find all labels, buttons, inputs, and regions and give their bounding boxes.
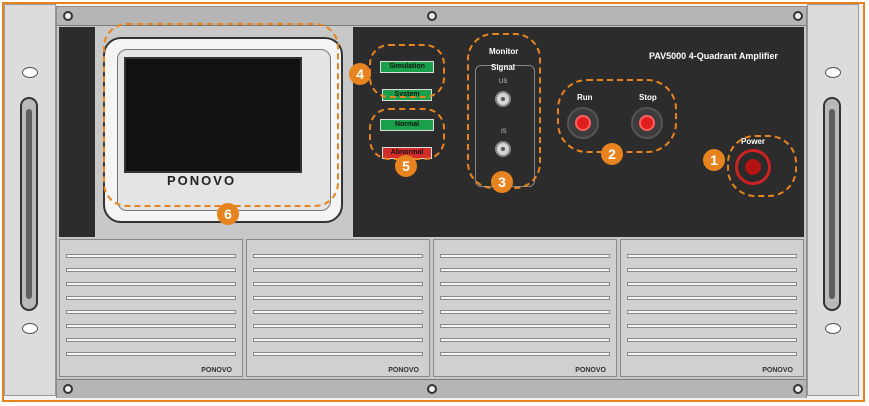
device-title: PAV5000 4-Quadrant Amplifier — [649, 51, 778, 61]
callout-frame-mode — [369, 44, 445, 98]
lcd-bezel: PONOVO — [103, 37, 343, 223]
is-bnc-connector-icon[interactable] — [495, 141, 511, 157]
screw-icon — [427, 384, 437, 394]
vent-module: PONOVO — [246, 239, 430, 377]
simulation-indicator: Simulation — [380, 61, 434, 73]
mount-hole-icon — [22, 67, 38, 78]
callout-badge-1: 1 — [703, 149, 725, 171]
callout-frame-lcd — [103, 23, 339, 207]
callout-badge-2: 2 — [601, 143, 623, 165]
callout-frame-monitor — [467, 33, 541, 189]
lcd-touchscreen[interactable] — [124, 57, 302, 173]
callout-frame-run-stop — [557, 79, 677, 153]
lcd-brand-logo: PONOVO — [167, 173, 237, 188]
us-label: US — [499, 79, 508, 85]
right-rack-ear — [807, 4, 859, 396]
chassis: PONOVO PAV5000 4-Quadrant Amplifier Simu… — [56, 6, 807, 398]
mount-hole-icon — [22, 323, 38, 334]
monitor-label: Monitor — [489, 47, 519, 56]
callout-badge-4: 4 — [349, 63, 371, 85]
signal-label: Signal — [491, 63, 516, 72]
mount-hole-icon — [825, 323, 841, 334]
callout-badge-6: 6 — [217, 203, 239, 225]
bottom-strip — [57, 379, 806, 398]
mount-hole-icon — [825, 67, 841, 78]
us-bnc-connector-icon[interactable] — [495, 91, 511, 107]
vent-module: PONOVO — [620, 239, 804, 377]
top-strip — [57, 7, 806, 26]
left-rack-ear — [4, 4, 56, 396]
vent-grille: PONOVO PONOVO PONOVO PONOVO — [59, 239, 804, 377]
callout-frame-status — [369, 108, 445, 160]
screw-icon — [793, 384, 803, 394]
vent-brand-logo: PONOVO — [762, 367, 793, 374]
vent-brand-logo: PONOVO — [388, 367, 419, 374]
rack-handle-icon[interactable] — [823, 97, 841, 311]
vent-module: PONOVO — [59, 239, 243, 377]
rack-handle-icon[interactable] — [20, 97, 38, 311]
screw-icon — [63, 384, 73, 394]
vent-brand-logo: PONOVO — [575, 367, 606, 374]
callout-frame-power — [727, 135, 797, 197]
vent-brand-logo: PONOVO — [201, 367, 232, 374]
is-label: IS — [501, 129, 507, 135]
callout-badge-5: 5 — [395, 155, 417, 177]
screw-icon — [63, 11, 73, 21]
screw-icon — [427, 11, 437, 21]
screw-icon — [793, 11, 803, 21]
callout-badge-3: 3 — [491, 171, 513, 193]
vent-module: PONOVO — [433, 239, 617, 377]
